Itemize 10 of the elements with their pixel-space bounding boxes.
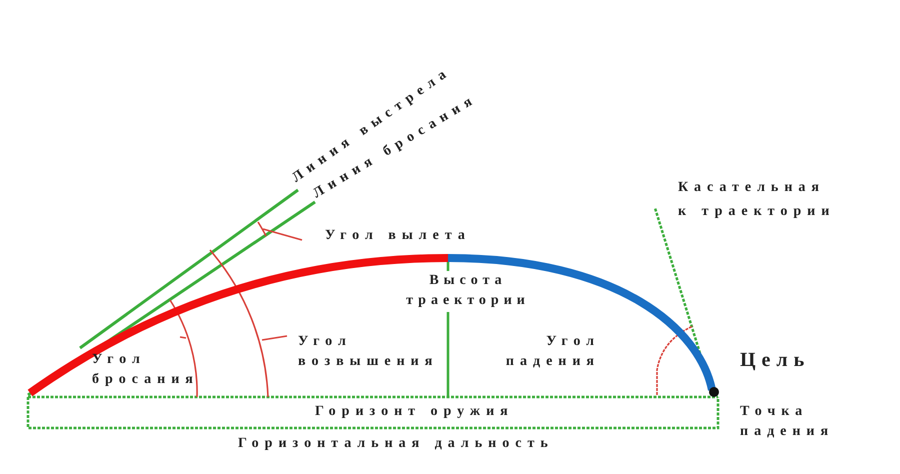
diagram-label: Угол падения (504, 333, 600, 372)
diagram-label: Угол возвышения (298, 333, 440, 372)
diagram-label: Цель (740, 348, 810, 373)
diagram-label: Горизонтальная дальность (238, 435, 554, 453)
diagram-label: Горизонт оружия (315, 403, 514, 421)
diagram-label: к траектории (678, 203, 836, 221)
diagram-label: Точка падения (740, 403, 836, 442)
diagram-label: Угол бросания (92, 351, 200, 390)
diagram-label: Угол вылета (325, 227, 471, 245)
diagram-label: Касательная (678, 179, 825, 197)
